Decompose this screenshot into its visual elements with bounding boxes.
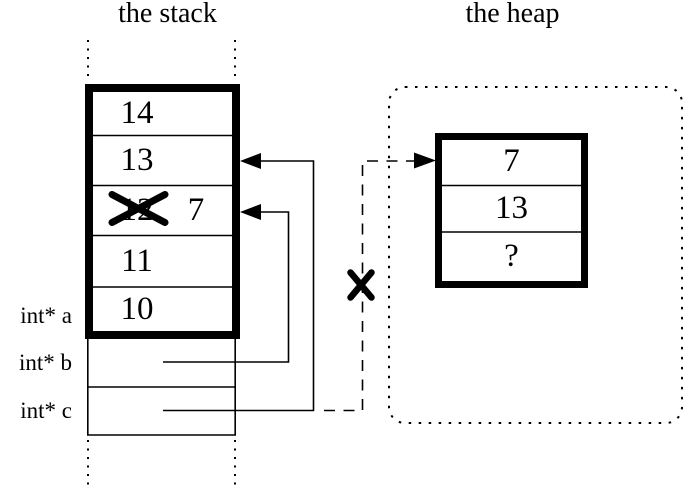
x-cross-icon — [108, 191, 169, 226]
stack-frame-box — [85, 84, 240, 339]
heap-cell-value-13: 13 — [495, 190, 528, 226]
dotted-rounded-outline — [388, 86, 683, 424]
heap-cell-value-7: 7 — [503, 143, 520, 179]
triangle-arrowhead-icon — [414, 152, 436, 169]
stack-cell-value-11: 11 — [121, 243, 153, 279]
pointer-var-label-b: int* b — [18, 350, 72, 375]
dotted-guide-line — [87, 40, 236, 487]
pointer-var-label-a: int* a — [20, 303, 72, 328]
x-cross-icon — [347, 269, 375, 301]
heap-block-box — [435, 133, 588, 288]
overwritten-value: 7 — [187, 192, 205, 228]
stack-title: the stack — [118, 0, 217, 29]
pointer-var-label-c: int* c — [20, 398, 72, 423]
stack-cell-value-14: 14 — [120, 95, 154, 131]
stack-cell-separators — [93, 134, 233, 288]
pointer-c-arrow — [163, 153, 315, 412]
triangle-arrowhead-icon — [240, 204, 261, 220]
stack-cell-value-10: 10 — [120, 291, 154, 327]
heap-title: the heap — [465, 0, 560, 29]
stack-cell-value-13: 13 — [120, 142, 154, 178]
triangle-arrowhead-icon — [240, 153, 261, 169]
dangling-pointer-arrow — [324, 152, 436, 412]
pointer-b-arrow — [163, 204, 290, 363]
heap-cell-value-unknown: ? — [504, 238, 519, 274]
pointer-cells-box — [87, 339, 236, 436]
heap-cell-separators — [442, 184, 581, 233]
